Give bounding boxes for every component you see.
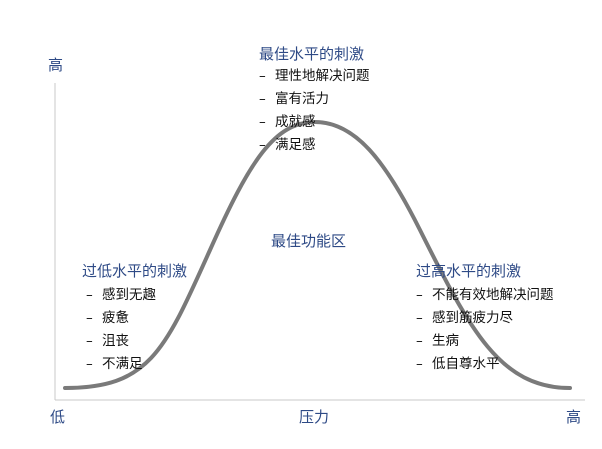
- list-item: –感到无趣: [86, 284, 156, 307]
- list-item-text: 成就感: [275, 114, 316, 130]
- bullet-dash: –: [259, 137, 266, 153]
- list-item: –感到筋疲力尽: [416, 307, 554, 330]
- performance-curve: [63, 119, 572, 390]
- bullet-dash: –: [86, 356, 93, 372]
- list-item: –疲惫: [86, 307, 156, 330]
- list-item-text: 满足感: [275, 137, 316, 153]
- list-item-text: 感到无趣: [102, 287, 156, 303]
- list-item: –满足感: [259, 134, 370, 157]
- optimal-function-zone-label: 最佳功能区: [271, 232, 347, 250]
- x-axis-high-label: 高: [566, 408, 582, 426]
- optimal-zone-title: 最佳水平的刺激: [259, 45, 365, 63]
- low-zone-title: 过低水平的刺激: [82, 262, 188, 280]
- bullet-dash: –: [86, 287, 93, 303]
- bullet-dash: –: [416, 333, 423, 349]
- list-item-text: 富有活力: [275, 91, 329, 107]
- list-item-text: 疲惫: [102, 310, 129, 326]
- list-item-text: 沮丧: [102, 333, 129, 349]
- list-item-text: 生病: [432, 333, 459, 349]
- list-item-text: 不能有效地解决问题: [432, 287, 554, 303]
- list-item: –沮丧: [86, 330, 156, 353]
- high-zone-list: –不能有效地解决问题 –感到筋疲力尽 –生病 –低自尊水平: [416, 284, 554, 376]
- bullet-dash: –: [416, 356, 423, 372]
- list-item: –不满足: [86, 353, 156, 376]
- bullet-dash: –: [86, 333, 93, 349]
- list-item: –生病: [416, 330, 554, 353]
- low-zone-list: –感到无趣 –疲惫 –沮丧 –不满足: [86, 284, 156, 376]
- bullet-dash: –: [259, 91, 266, 107]
- bullet-dash: –: [86, 310, 93, 326]
- x-axis-title: 压力: [299, 408, 330, 426]
- bullet-dash: –: [259, 114, 266, 130]
- x-axis-low-label: 低: [50, 408, 66, 426]
- list-item: –低自尊水平: [416, 353, 554, 376]
- high-zone-title: 过高水平的刺激: [416, 262, 522, 280]
- list-item: –理性地解决问题: [259, 65, 370, 88]
- list-item-text: 低自尊水平: [432, 356, 500, 372]
- list-item: –成就感: [259, 111, 370, 134]
- list-item: –不能有效地解决问题: [416, 284, 554, 307]
- list-item-text: 不满足: [102, 356, 143, 372]
- bullet-dash: –: [416, 287, 423, 303]
- list-item-text: 感到筋疲力尽: [432, 310, 513, 326]
- y-axis-high-label: 高: [48, 56, 64, 74]
- optimal-zone-list: –理性地解决问题 –富有活力 –成就感 –满足感: [259, 65, 370, 157]
- bullet-dash: –: [416, 310, 423, 326]
- list-item-text: 理性地解决问题: [275, 68, 370, 84]
- list-item: –富有活力: [259, 88, 370, 111]
- bullet-dash: –: [259, 68, 266, 84]
